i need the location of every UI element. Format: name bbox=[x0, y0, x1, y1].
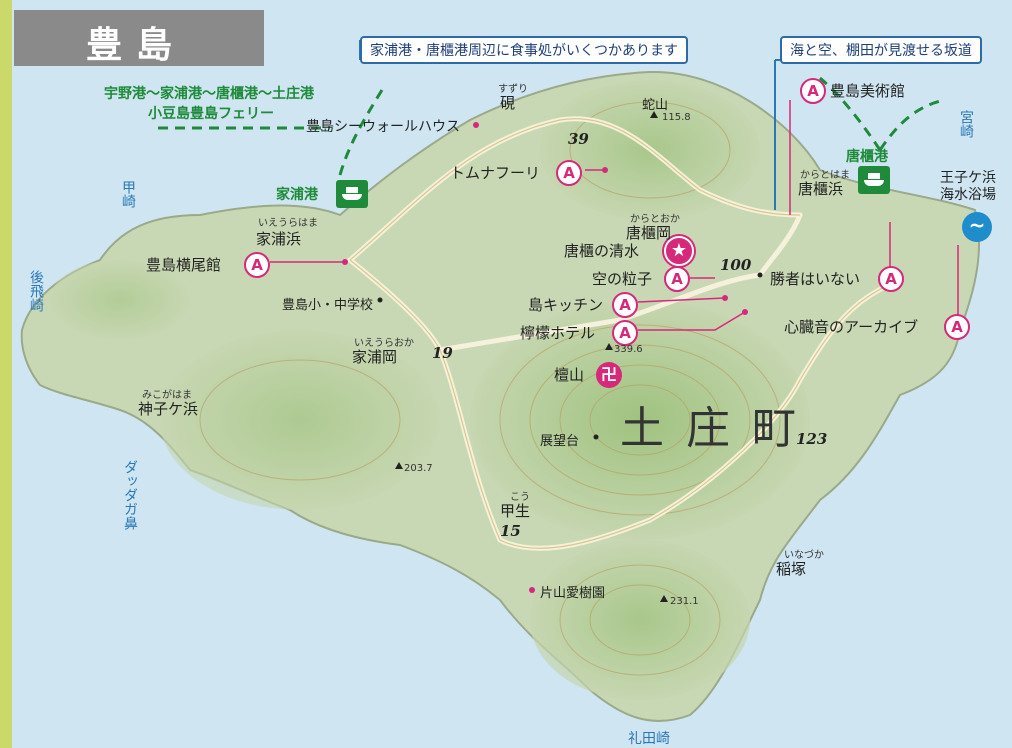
danyama-hill bbox=[470, 300, 810, 540]
coast-ushirohizaki: 後飛崎 bbox=[28, 270, 44, 312]
label-seawall[interactable]: 豊島シーウォールハウス bbox=[306, 119, 460, 135]
place-kougahama: 神子ケ浜 bbox=[138, 400, 199, 418]
kana-ieuraoka: いえうらおか bbox=[354, 338, 414, 349]
kana-kou: こう bbox=[510, 492, 530, 503]
swimming-beach-icon bbox=[962, 212, 992, 242]
kana-karatooka: からとおか bbox=[630, 214, 680, 225]
height-peak1: 203.7 bbox=[404, 463, 433, 474]
label-heart[interactable]: 心臓音のアーカイブ bbox=[784, 318, 919, 336]
height-peak2: 231.1 bbox=[670, 596, 699, 607]
height-hebiyama: 115.8 bbox=[662, 112, 691, 123]
height-danyama: 339.6 bbox=[614, 344, 643, 355]
kana-suzuri: すずり bbox=[498, 84, 528, 95]
kana-karatohama: からとはま bbox=[800, 170, 850, 181]
far-west-hill bbox=[50, 260, 190, 340]
place-tenbodai: 展望台 bbox=[540, 434, 580, 449]
attraction-icon[interactable]: A bbox=[612, 320, 638, 346]
title-banner: 豊島 bbox=[14, 10, 264, 66]
mountain-hebiyama: 蛇山 bbox=[642, 98, 669, 113]
coast-kouzaki: 甲崎 bbox=[120, 180, 136, 208]
label-shimizu[interactable]: 唐櫃の清水 bbox=[564, 242, 640, 260]
attraction-icon[interactable]: A bbox=[944, 314, 970, 340]
road-19: 19 bbox=[432, 344, 453, 362]
star-icon[interactable]: ★ bbox=[664, 236, 694, 266]
coast-miyazaki: 宮崎 bbox=[958, 110, 974, 138]
label-kitchen[interactable]: 島キッチン bbox=[528, 296, 604, 314]
dining-note: 家浦港・唐櫃港周辺に食事処がいくつかあります bbox=[360, 36, 688, 64]
place-danyama: 檀山 bbox=[554, 366, 585, 384]
port-ieura: 家浦港 bbox=[276, 187, 318, 203]
port-karato: 唐櫃港 bbox=[846, 149, 888, 165]
place-ieurahama: 家浦浜 bbox=[256, 230, 302, 248]
road-39: 39 bbox=[568, 130, 589, 148]
town-name: 土庄町 bbox=[620, 403, 818, 454]
slope-note: 海と空、棚田が見渡せる坂道 bbox=[780, 36, 982, 64]
label-tom[interactable]: トムナフーリ bbox=[450, 164, 541, 182]
kana-kougahama: みこがはま bbox=[142, 390, 192, 401]
place-suzuri: 硯 bbox=[500, 94, 516, 112]
place-inazuka: 稲塚 bbox=[776, 560, 807, 578]
page-margin-strip bbox=[0, 0, 12, 748]
kana-inazuka: いなづか bbox=[784, 550, 824, 561]
page-title: 豊島 bbox=[86, 24, 187, 66]
label-yokoo[interactable]: 豊島横尾館 bbox=[146, 256, 222, 274]
place-kou: 甲生 bbox=[500, 502, 531, 520]
place-karatohama: 唐櫃浜 bbox=[798, 180, 844, 198]
ferry-icon bbox=[336, 180, 368, 208]
road-123: 123 bbox=[796, 430, 828, 448]
label-lemon[interactable]: 檸檬ホテル bbox=[520, 324, 596, 342]
coast-daddaga: ダッダガ鼻 bbox=[122, 460, 138, 530]
place-karatooka: 唐櫃岡 bbox=[626, 224, 672, 242]
attraction-icon[interactable]: A bbox=[878, 266, 904, 292]
place-ieuraoka: 家浦岡 bbox=[352, 348, 398, 366]
kana-ieurahama: いえうらはま bbox=[258, 218, 318, 229]
west-hill bbox=[160, 330, 440, 510]
ferry-route-line2: 小豆島豊島フェリー bbox=[148, 106, 274, 122]
shrine-icon: 卍 bbox=[596, 362, 622, 388]
road-15: 15 bbox=[500, 522, 521, 540]
label-shousha[interactable]: 勝者はいない bbox=[770, 270, 861, 288]
attraction-icon[interactable]: A bbox=[556, 160, 582, 186]
place-school: 豊島小・中学校 bbox=[282, 298, 374, 313]
attraction-icon[interactable]: A bbox=[800, 78, 826, 104]
attraction-icon[interactable]: A bbox=[664, 266, 690, 292]
coast-reidazaki: 礼田崎 bbox=[628, 731, 670, 747]
ferry-icon bbox=[858, 166, 890, 194]
place-katayama: 片山愛樹園 bbox=[540, 586, 606, 601]
ferry-route-line1: 宇野港〜家浦港〜唐櫃港〜土庄港 bbox=[104, 86, 314, 102]
south-hill bbox=[530, 540, 750, 700]
label-sora[interactable]: 空の粒子 bbox=[592, 270, 653, 288]
attraction-icon[interactable]: A bbox=[244, 252, 270, 278]
label-museum[interactable]: 豊島美術館 bbox=[830, 82, 906, 100]
road-100: 100 bbox=[720, 256, 752, 274]
attraction-icon[interactable]: A bbox=[612, 292, 638, 318]
place-beach: 王子ケ浜 海水浴場 bbox=[940, 170, 996, 203]
